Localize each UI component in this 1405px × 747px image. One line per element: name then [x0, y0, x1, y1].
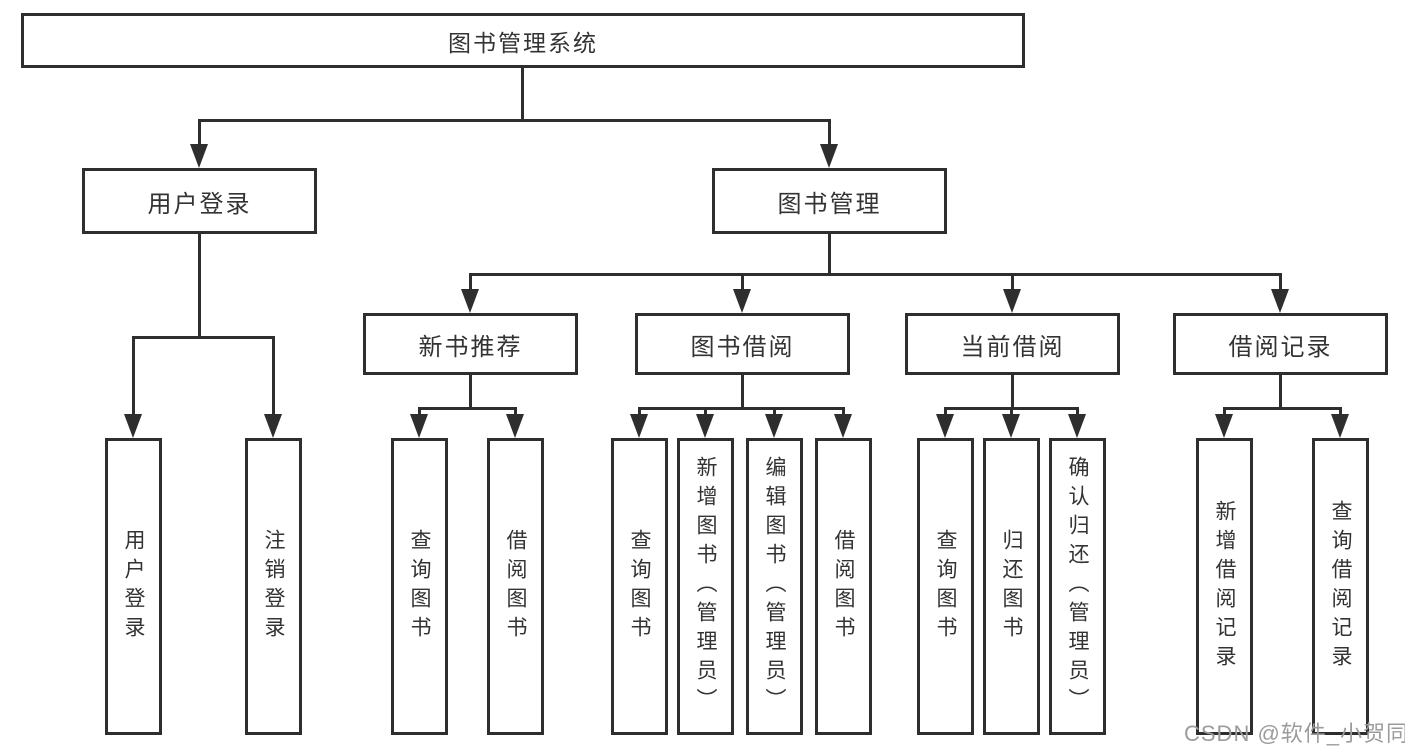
connector-leaf-borrow-books-1-line	[514, 407, 517, 417]
node-new-book-rec: 新书推荐	[363, 313, 578, 375]
leaf-query-books-2: 查询图书	[611, 438, 668, 735]
leaf-query-borrow-record: 查询借阅记录	[1312, 438, 1369, 735]
leaf-add-borrow-record-label: 新增借阅记录	[1213, 499, 1237, 674]
leaf-edit-books-admin: 编辑图书（管理员）	[746, 438, 803, 735]
arrow-to-current-borrow-icon	[1003, 289, 1021, 313]
connector-borrow-records-bar	[1223, 407, 1342, 410]
connector-book-mgmt-bar	[469, 273, 1282, 276]
node-book-mgmt: 图书管理	[712, 168, 947, 234]
connector-user-login-bar	[132, 336, 275, 339]
arrow-to-book-mgmt-icon	[820, 144, 838, 168]
arrow-leaf-add-books-icon	[696, 414, 714, 438]
leaf-query-books-3-label: 查询图书	[934, 528, 958, 645]
leaf-query-books-1: 查询图书	[391, 438, 448, 735]
arrow-to-leaf-user-login-icon	[124, 414, 142, 438]
arrow-leaf-query-books-1-icon	[410, 414, 428, 438]
connector-to-borrow-records-line	[1279, 273, 1282, 293]
arrow-leaf-query-record-icon	[1331, 414, 1349, 438]
connector-to-leaf-logout-line	[272, 336, 275, 418]
arrow-leaf-add-record-icon	[1215, 414, 1233, 438]
arrow-to-user-login-icon	[190, 144, 208, 168]
leaf-query-borrow-record-label: 查询借阅记录	[1329, 499, 1353, 674]
arrow-leaf-borrow-books-2-icon	[834, 414, 852, 438]
connector-to-user-login-line	[198, 119, 201, 147]
arrow-leaf-return-books-icon	[1002, 414, 1020, 438]
connector-leaf-edit-books-line	[773, 407, 776, 417]
node-root-label: 图书管理系统	[448, 29, 598, 56]
connector-leaf-query-books-2-line	[638, 407, 641, 417]
connector-leaf-add-record-line	[1223, 407, 1226, 417]
node-new-book-rec-label: 新书推荐	[418, 333, 523, 361]
connector-book-mgmt-trunk	[828, 234, 831, 276]
arrow-leaf-confirm-return-icon	[1068, 414, 1086, 438]
node-user-login: 用户登录	[82, 168, 317, 234]
leaf-logout-label: 注销登录	[262, 528, 286, 645]
leaf-return-books-label: 归还图书	[1000, 528, 1024, 645]
node-user-login-label: 用户登录	[147, 190, 252, 218]
connector-to-book-mgmt-line	[828, 119, 831, 147]
connector-leaf-query-record-line	[1339, 407, 1342, 417]
arrow-leaf-query-books-3-icon	[936, 414, 954, 438]
leaf-borrow-books-1-label: 借阅图书	[504, 528, 528, 645]
connector-root-trunk	[521, 67, 524, 122]
connector-leaf-query-books-1-line	[418, 407, 421, 417]
arrow-to-leaf-logout-icon	[264, 414, 282, 438]
arrow-to-borrow-records-icon	[1271, 289, 1289, 313]
arrow-leaf-borrow-books-1-icon	[506, 414, 524, 438]
leaf-user-login: 用户登录	[105, 438, 162, 735]
connector-leaf-confirm-return-line	[1076, 407, 1079, 417]
node-current-borrow-label: 当前借阅	[960, 333, 1065, 361]
arrow-to-new-book-rec-icon	[461, 289, 479, 313]
leaf-borrow-books-1: 借阅图书	[487, 438, 544, 735]
node-root: 图书管理系统	[21, 13, 1025, 68]
connector-root-bar	[198, 119, 831, 122]
connector-user-login-trunk	[198, 234, 201, 339]
leaf-edit-books-admin-label: 编辑图书（管理员）	[763, 456, 787, 717]
leaf-user-login-label: 用户登录	[122, 528, 146, 645]
connector-leaf-add-books-line	[704, 407, 707, 417]
connector-book-borrow-trunk	[741, 375, 744, 410]
node-book-borrow: 图书借阅	[635, 313, 850, 375]
arrow-leaf-query-books-2-icon	[630, 414, 648, 438]
arrow-leaf-edit-books-icon	[765, 414, 783, 438]
leaf-confirm-return-admin-label: 确认归还（管理员）	[1066, 456, 1090, 717]
leaf-add-borrow-record: 新增借阅记录	[1196, 438, 1253, 735]
connector-leaf-borrow-books-2-line	[842, 407, 845, 417]
node-book-borrow-label: 图书借阅	[690, 333, 795, 361]
connector-new-book-rec-bar	[418, 407, 517, 410]
leaf-query-books-1-label: 查询图书	[408, 528, 432, 645]
connector-leaf-return-books-line	[1010, 407, 1013, 417]
node-current-borrow: 当前借阅	[905, 313, 1120, 375]
connector-leaf-query-books-3-line	[944, 407, 947, 417]
connector-new-book-rec-trunk	[469, 375, 472, 410]
leaf-logout: 注销登录	[245, 438, 302, 735]
arrow-to-book-borrow-icon	[733, 289, 751, 313]
node-borrow-records-label: 借阅记录	[1228, 333, 1333, 361]
leaf-add-books-admin-label: 新增图书（管理员）	[694, 456, 718, 717]
leaf-borrow-books-2: 借阅图书	[815, 438, 872, 735]
node-book-mgmt-label: 图书管理	[777, 190, 882, 218]
connector-to-current-borrow-line	[1011, 273, 1014, 293]
leaf-add-books-admin: 新增图书（管理员）	[677, 438, 734, 735]
watermark-text: CSDN @软件_小贺同学	[1184, 721, 1405, 746]
connector-to-leaf-user-login-line	[132, 336, 135, 418]
connector-book-borrow-bar	[638, 407, 845, 410]
leaf-confirm-return-admin: 确认归还（管理员）	[1049, 438, 1106, 735]
leaf-return-books: 归还图书	[983, 438, 1040, 735]
leaf-query-books-2-label: 查询图书	[628, 528, 652, 645]
leaf-query-books-3: 查询图书	[917, 438, 974, 735]
connector-borrow-records-trunk	[1279, 375, 1282, 410]
connector-to-book-borrow-line	[741, 273, 744, 293]
node-borrow-records: 借阅记录	[1173, 313, 1388, 375]
connector-current-borrow-trunk	[1011, 375, 1014, 410]
leaf-borrow-books-2-label: 借阅图书	[832, 528, 856, 645]
connector-to-new-book-rec-line	[469, 273, 472, 293]
